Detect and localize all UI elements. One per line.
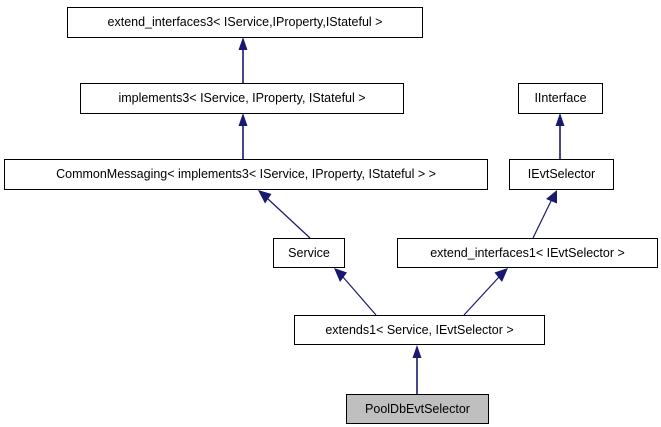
node-service[interactable]: Service [273,238,345,268]
edge-service-to-commonmessaging [258,190,311,239]
node-label: implements3< IService, IProperty, IState… [118,91,366,106]
node-extends1[interactable]: extends1< Service, IEvtSelector > [294,315,545,345]
node-label: Service [288,245,330,260]
node-pooldbevtselector[interactable]: PoolDbEvtSelector [346,394,489,424]
node-extend-interfaces1[interactable]: extend_interfaces1< IEvtSelector > [397,238,658,268]
edge-extends1-to-service [334,268,377,316]
node-label: IEvtSelector [527,167,596,182]
node-label: extend_interfaces1< IEvtSelector > [430,245,625,260]
node-implements3[interactable]: implements3< IService, IProperty, IState… [80,83,404,114]
node-label: extend_interfaces3< IService,IProperty,I… [107,15,383,30]
edge-extend-interfaces1-to-ievtselector [532,190,557,239]
node-label: extends1< Service, IEvtSelector > [325,322,514,337]
edge-pooldbevtselector-to-extends1 [412,345,422,394]
edge-implements3-to-extend-interfaces3 [238,37,248,83]
edge-extends1-to-extend-interfaces1 [463,268,508,316]
node-iinterface[interactable]: IInterface [518,83,603,114]
node-ievtselector[interactable]: IEvtSelector [509,159,614,190]
node-label: PoolDbEvtSelector [365,401,470,416]
node-label: IInterface [534,91,587,106]
node-commonmessaging[interactable]: CommonMessaging< implements3< IService, … [4,159,488,190]
edge-ievtselector-to-iinterface [555,113,565,159]
node-extend-interfaces3[interactable]: extend_interfaces3< IService,IProperty,I… [67,7,423,38]
node-label: CommonMessaging< implements3< IService, … [56,167,436,182]
edge-commonmessaging-to-implements3 [238,113,248,159]
